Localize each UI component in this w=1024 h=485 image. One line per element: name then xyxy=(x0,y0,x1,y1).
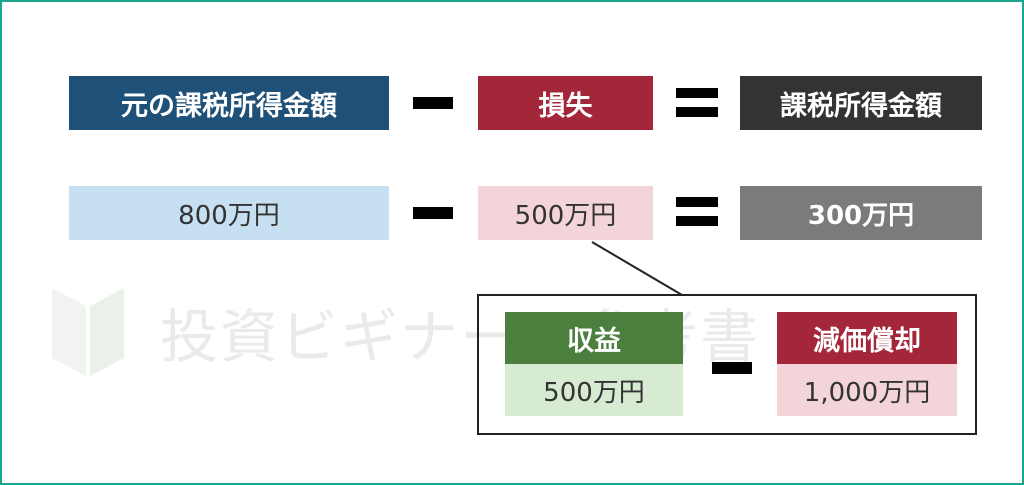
minus-operator xyxy=(413,97,453,109)
loss-header: 損失 xyxy=(478,76,653,130)
taxable-income-header: 課税所得金額 xyxy=(740,76,982,130)
depreciation-value: 1,000万円 xyxy=(777,364,957,416)
beginner-mark-icon xyxy=(52,288,124,376)
equals-operator xyxy=(676,88,718,120)
revenue-value: 500万円 xyxy=(505,364,683,416)
equals-bar-top xyxy=(676,197,718,207)
taxable-income-value: 300万円 xyxy=(740,186,982,240)
depreciation-header: 減価償却 xyxy=(777,312,957,364)
loss-value: 500万円 xyxy=(478,186,653,240)
original-income-header: 元の課税所得金額 xyxy=(69,76,389,130)
original-income-value: 800万円 xyxy=(69,186,389,240)
equals-bar-bottom xyxy=(676,107,718,117)
equals-operator xyxy=(676,197,718,229)
equals-bar-top xyxy=(676,88,718,98)
loss-breakdown-box xyxy=(477,294,977,435)
minus-operator xyxy=(413,207,453,219)
minus-operator xyxy=(712,362,752,374)
equals-bar-bottom xyxy=(676,216,718,226)
revenue-header: 収益 xyxy=(505,312,683,364)
